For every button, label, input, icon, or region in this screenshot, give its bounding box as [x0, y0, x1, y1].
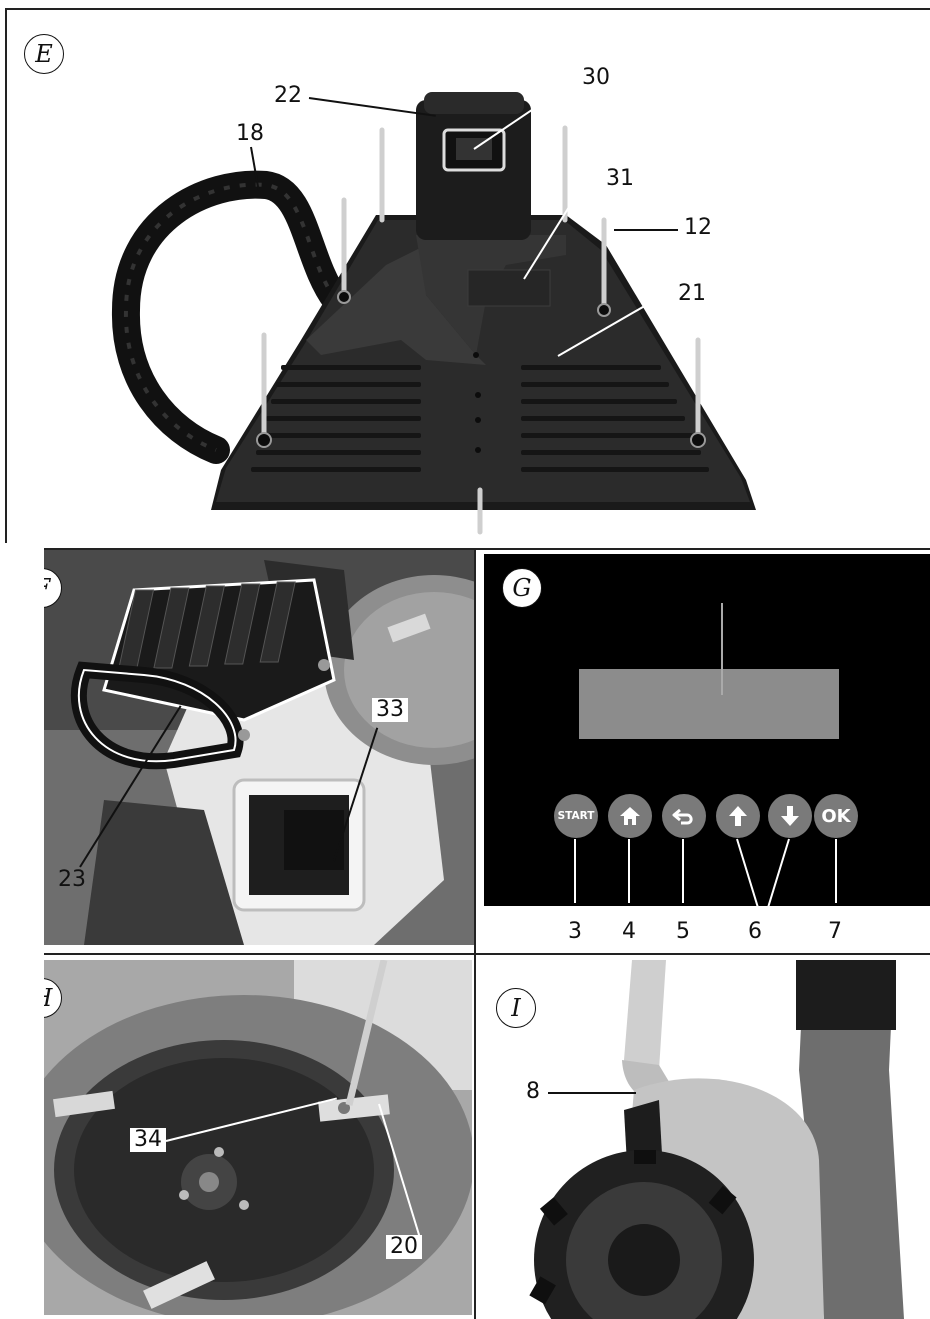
callout-22: 22 — [274, 83, 302, 108]
figure-g: G START OK — [484, 554, 930, 906]
frame-divider-h — [44, 953, 930, 955]
frame-border-top — [5, 8, 930, 10]
leader-7 — [835, 839, 837, 903]
callout-8: 8 — [526, 1079, 540, 1104]
ok-button-label: OK — [821, 805, 851, 827]
leader-6b — [766, 838, 790, 906]
home-icon — [620, 807, 640, 825]
leader-6a — [736, 838, 760, 906]
battery-compartment-photo — [44, 550, 474, 945]
figure-f: F 33 23 — [44, 550, 474, 945]
figure-h: H 34 20 — [44, 960, 472, 1315]
callout-5: 5 — [676, 919, 690, 944]
leader-4 — [628, 839, 630, 903]
frame-divider-vertical — [474, 548, 476, 1319]
arrow-up-icon — [729, 806, 747, 826]
frame-border-left — [5, 8, 7, 543]
callout-6: 6 — [748, 919, 762, 944]
blade-disc-photo — [44, 960, 472, 1315]
callout-18: 18 — [236, 121, 264, 146]
callout-31: 31 — [606, 166, 634, 191]
home-button[interactable] — [608, 794, 652, 838]
mower-underside-photo — [111, 92, 756, 535]
leader-8 — [548, 1092, 636, 1094]
figure-i-badge: I — [496, 988, 536, 1028]
callout-30: 30 — [582, 65, 610, 90]
arrow-down-icon — [781, 806, 799, 826]
up-button[interactable] — [716, 794, 760, 838]
start-button[interactable]: START — [554, 794, 598, 838]
leader-5 — [682, 839, 684, 903]
callout-33: 33 — [372, 698, 408, 722]
down-button[interactable] — [768, 794, 812, 838]
leader-display — [721, 603, 723, 695]
figure-i: I 8 — [484, 960, 930, 1319]
leader-12 — [614, 229, 678, 231]
callout-23: 23 — [58, 867, 86, 892]
back-arrow-icon — [672, 808, 693, 825]
start-button-label: START — [557, 810, 595, 822]
callout-3: 3 — [568, 919, 582, 944]
figure-e-badge: E — [24, 34, 64, 74]
callout-7: 7 — [828, 919, 842, 944]
figure-g-badge: G — [502, 568, 542, 608]
callout-4: 4 — [622, 919, 636, 944]
ok-button[interactable]: OK — [814, 794, 858, 838]
carrying-mower-photo — [529, 960, 904, 1319]
back-button[interactable] — [662, 794, 706, 838]
callout-21: 21 — [678, 281, 706, 306]
figure-e: E 22 30 18 31 12 21 — [6, 10, 930, 546]
callout-12: 12 — [684, 215, 712, 240]
callout-20: 20 — [386, 1235, 422, 1259]
lcd-display — [579, 669, 839, 739]
frame-divider-e — [44, 548, 930, 550]
leader-3 — [574, 839, 576, 903]
callout-34: 34 — [130, 1128, 166, 1152]
